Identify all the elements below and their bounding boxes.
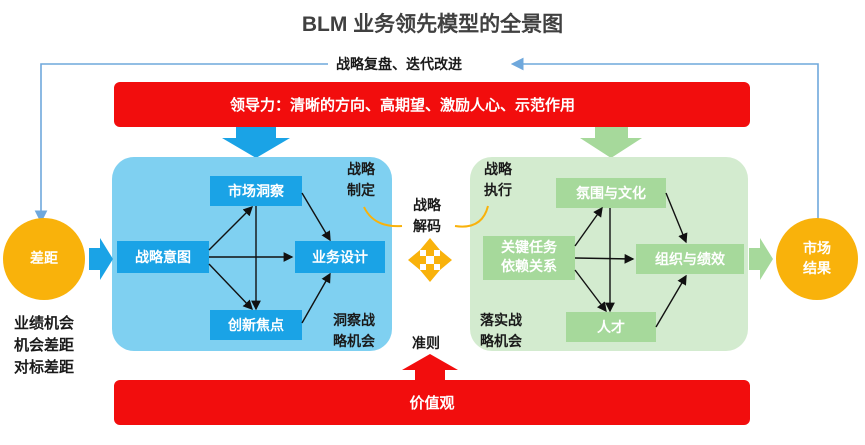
- node-market-insight: 市场洞察: [210, 176, 302, 206]
- node-organization-performance: 组织与绩效: [636, 244, 744, 274]
- node-climate-culture: 氛围与文化: [556, 178, 666, 208]
- market-result-circle: 市场 结果: [776, 218, 858, 300]
- node-business-design: 业务设计: [295, 241, 385, 273]
- gap-type-item: 对标差距: [14, 358, 75, 376]
- values-bar-text: 价值观: [409, 394, 455, 412]
- feedback-loop-label: 战略复盘、迭代改进: [332, 54, 466, 74]
- gap-circle: 差距: [3, 218, 85, 300]
- insight-opportunity-label: 洞察战 略机会: [333, 313, 375, 350]
- node-innovation-focus: 创新焦点: [210, 310, 302, 340]
- values-bar: 价值观: [114, 380, 750, 425]
- gap-type-item: 业绩机会: [14, 314, 75, 332]
- execution-opportunity-label: 落实战 略机会: [480, 313, 522, 350]
- principle-label: 准则: [412, 336, 440, 352]
- gap-type-item: 机会差距: [14, 336, 75, 354]
- execution-to-result-arrow: [749, 238, 773, 280]
- gap-to-strategy-arrow: [89, 238, 113, 280]
- leadership-bar: 领导力：清晰的方向、高期望、激励人心、示范作用: [114, 82, 750, 127]
- strategy-decoding-label: 战略 解码: [413, 198, 441, 235]
- node-critical-tasks: 关键任务 依赖关系: [483, 236, 575, 280]
- down-arrow-green: [580, 127, 642, 158]
- down-arrow-blue: [222, 127, 290, 158]
- gap-types-list: 业绩机会 机会差距 对标差距: [14, 312, 74, 378]
- four-way-arrow-icon: [408, 238, 452, 282]
- strategy-formulation-label: 战略 制定: [347, 162, 375, 199]
- node-strategic-intent: 战略意图: [117, 241, 209, 273]
- leadership-bar-text: 领导力：清晰的方向、高期望、激励人心、示范作用: [230, 96, 576, 114]
- page-title: BLM 业务领先模型的全景图: [301, 13, 564, 36]
- node-talent: 人才: [566, 312, 656, 342]
- strategy-execution-label: 战略 执行: [484, 162, 512, 199]
